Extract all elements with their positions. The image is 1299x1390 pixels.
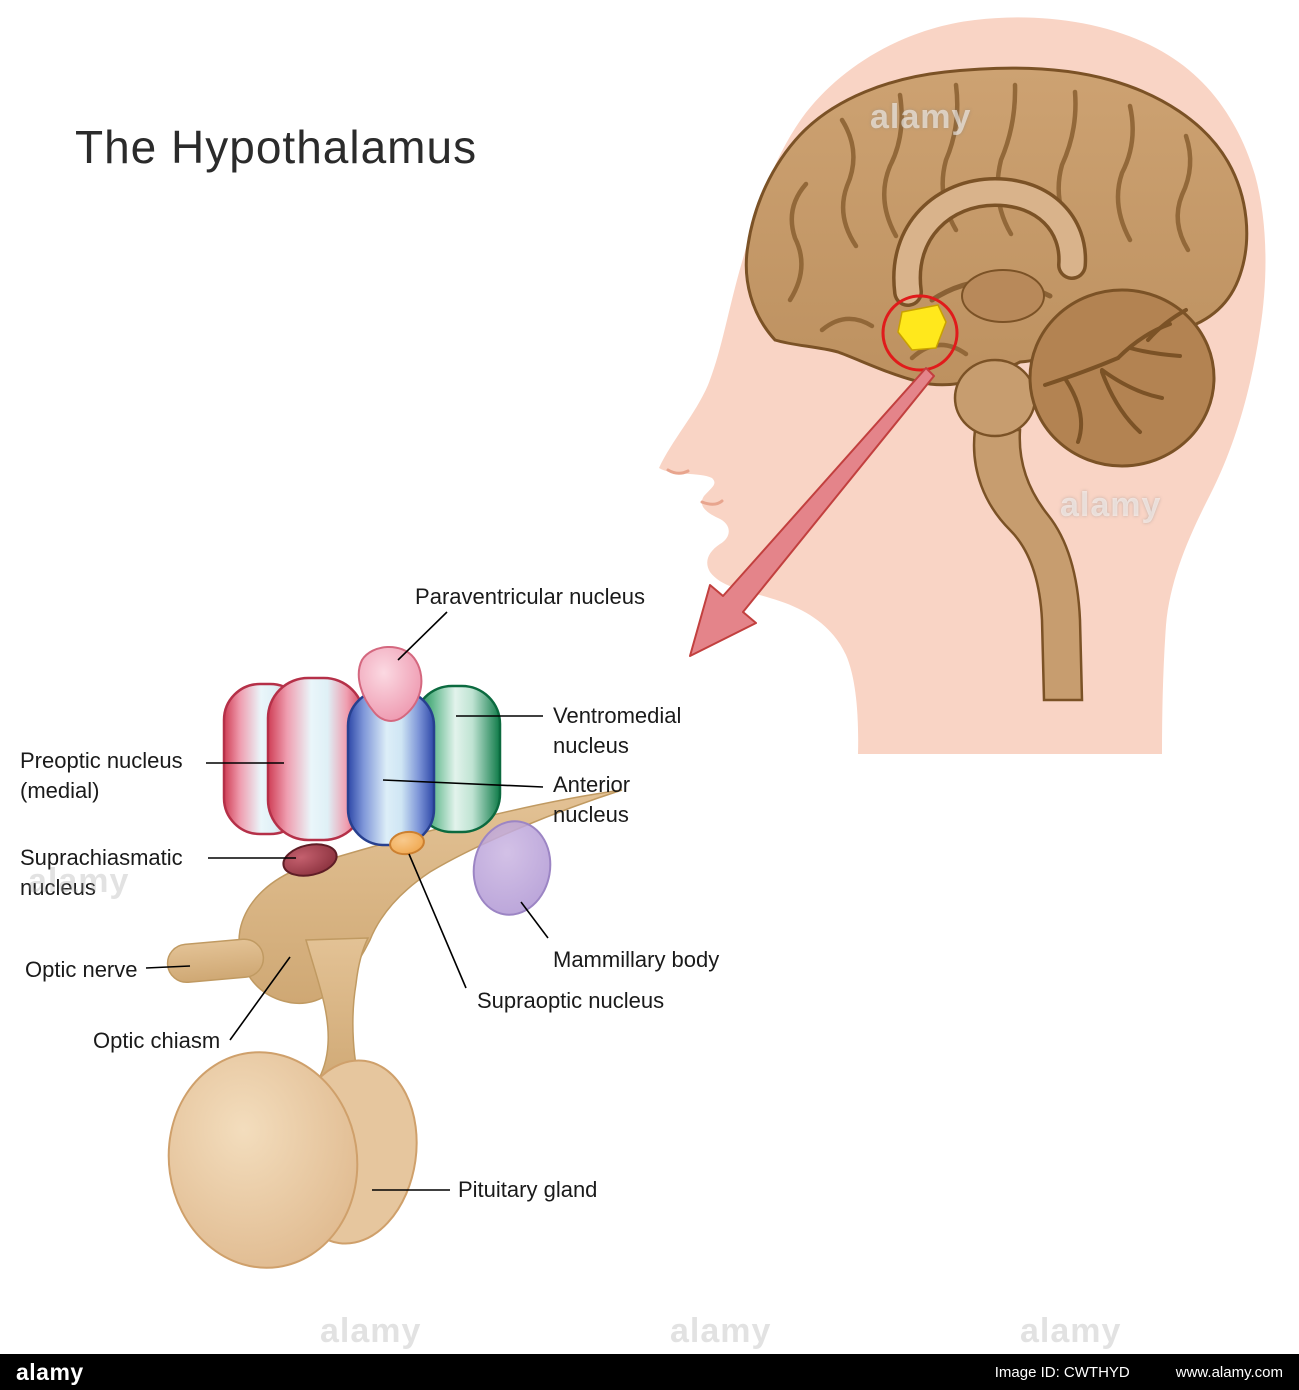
website-url: www.alamy.com	[1175, 1363, 1283, 1381]
cerebellum	[1028, 288, 1216, 468]
label-mammillary-body: Mammillary body	[553, 947, 720, 972]
suprachiasmatic-nucleus-shape	[282, 843, 338, 877]
lip-line	[700, 499, 724, 506]
paraventricular-nucleus-shape	[357, 645, 423, 722]
leader-mammillary	[520, 901, 549, 939]
watermark-bottom-left: alamy	[320, 1312, 422, 1350]
arbor-vitae-branches	[1043, 308, 1188, 444]
footer-bar: alamy Image ID: CWTHYD www.alamy.com	[0, 1354, 1299, 1390]
nostril-line	[666, 468, 690, 475]
leader-optic-nerve	[145, 965, 191, 969]
hypothalamus-highlight	[897, 304, 947, 351]
watermark-neck: alamy	[1060, 486, 1162, 524]
brainstem	[972, 428, 1084, 702]
zoom-arrow	[689, 367, 935, 657]
supraoptic-nucleus-shape	[389, 830, 425, 856]
label-supraoptic-nucleus: Supraoptic nucleus	[477, 988, 665, 1013]
image-id: Image ID: CWTHYD	[994, 1363, 1130, 1381]
alamy-logo: alamy	[16, 1358, 84, 1385]
pons	[953, 358, 1037, 438]
watermark-left: alamy	[28, 862, 130, 900]
mammillary-body-shape	[472, 820, 552, 916]
optic-nerve-shape	[166, 938, 265, 984]
watermark-brain: alamy	[870, 98, 972, 136]
watermark-bottom-center: alamy	[670, 1312, 772, 1350]
leader-anterior	[382, 779, 544, 788]
label-optic-nerve: Optic nerve	[25, 957, 138, 982]
label-anterior-nucleus: Anterior nucleus	[553, 772, 631, 827]
label-ventromedial-nucleus: Ventromedial nucleus	[553, 703, 682, 758]
leader-paraventricular	[397, 611, 448, 661]
thalamus	[961, 269, 1045, 323]
highlight-circle	[881, 294, 959, 372]
pituitary-anterior-lobe	[167, 1051, 359, 1269]
footer-meta: Image ID: CWTHYD www.alamy.com	[995, 1364, 1283, 1381]
leader-supraoptic	[408, 853, 467, 989]
leader-lines	[145, 611, 549, 1191]
corpus-callosum-inner	[895, 180, 1084, 304]
label-optic-chiasm: Optic chiasm	[93, 1028, 221, 1053]
label-suprachiasmatic-nucleus: Suprachiasmatic nucleus	[20, 845, 183, 900]
leader-optic-chiasm	[229, 956, 291, 1041]
page-title: The Hypothalamus	[75, 121, 478, 173]
label-paraventricular-nucleus: Paraventricular nucleus	[415, 584, 645, 609]
label-preoptic-nucleus: Preoptic nucleus (medial)	[20, 748, 183, 803]
label-pituitary-gland: Pituitary gland	[458, 1177, 598, 1202]
hypothalamus-diagram	[145, 17, 1266, 1269]
watermark-bottom-right: alamy	[1020, 1312, 1122, 1350]
